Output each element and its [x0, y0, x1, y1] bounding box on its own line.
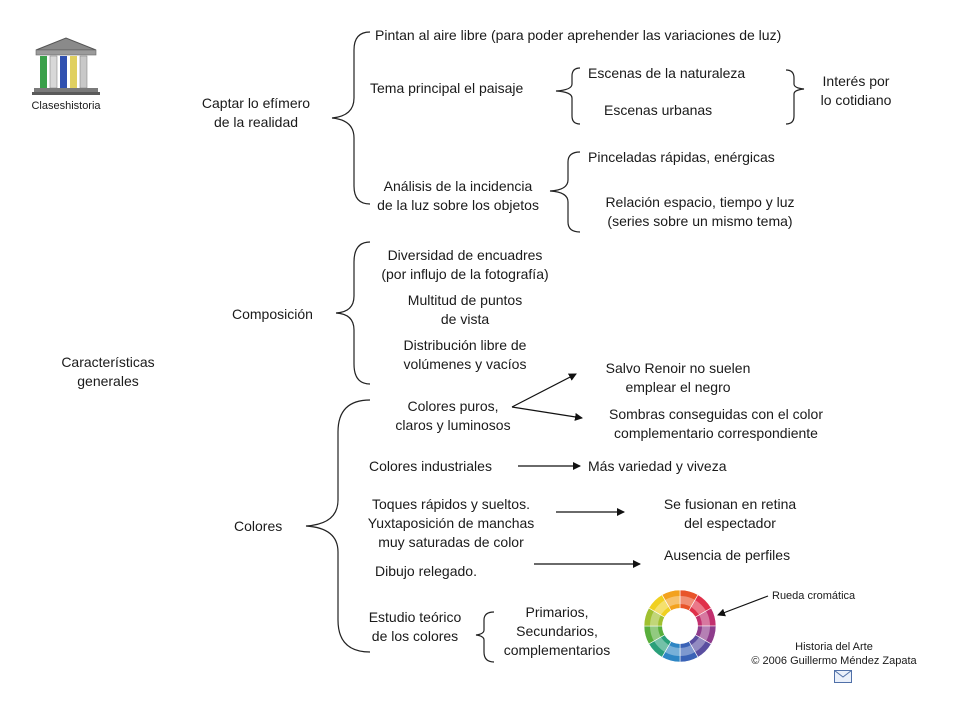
aire-libre-text: Pintan al aire libre (para poder aprehen… — [375, 27, 782, 43]
brace-analisis — [549, 151, 581, 233]
brace-captar — [331, 31, 371, 205]
brace-paisaje — [555, 67, 581, 125]
composicion-title: Composición — [232, 306, 313, 322]
puros-text: Colores puros,claros y luminosos — [395, 398, 511, 433]
brace-composicion — [335, 241, 371, 385]
paisaje-text: Tema principal el paisaje — [370, 80, 524, 96]
mail-icon[interactable] — [834, 670, 852, 683]
perfiles-text: Ausencia de perfiles — [664, 547, 791, 563]
arrow-rueda — [717, 595, 769, 617]
brace-interes — [785, 69, 805, 125]
dibujo-text: Dibujo relegado. — [375, 563, 477, 579]
encuadres-text: Diversidad de encuadres(por influjo de l… — [381, 247, 549, 282]
brace-estudio — [475, 611, 495, 663]
relacion-text: Relación espacio, tiempo y luz(series so… — [605, 194, 795, 229]
logo-caption: Claseshistoria — [31, 100, 101, 112]
color-wheel-icon — [643, 589, 717, 663]
arrow-renoir — [511, 373, 577, 408]
toques-text: Toques rápidos y sueltos.Yuxtaposición d… — [367, 496, 535, 550]
brace-colores — [305, 399, 371, 653]
arrow-sombras — [511, 406, 583, 421]
rueda-label: Rueda cromática — [772, 590, 856, 602]
naturaleza-text: Escenas de la naturaleza — [588, 65, 746, 81]
pinceladas-text: Pinceladas rápidas, enérgicas — [588, 149, 775, 165]
urbanas-text: Escenas urbanas — [604, 102, 713, 118]
primarios-text: Primarios,Secundarios,complementarios — [503, 604, 611, 658]
colores-title: Colores — [234, 518, 283, 534]
footer-text: Historia del Arte© 2006 Guillermo Méndez… — [751, 641, 917, 667]
temple-icon — [32, 36, 100, 96]
industriales-text: Colores industriales — [369, 458, 492, 474]
variedad-text: Más variedad y viveza — [588, 458, 727, 474]
